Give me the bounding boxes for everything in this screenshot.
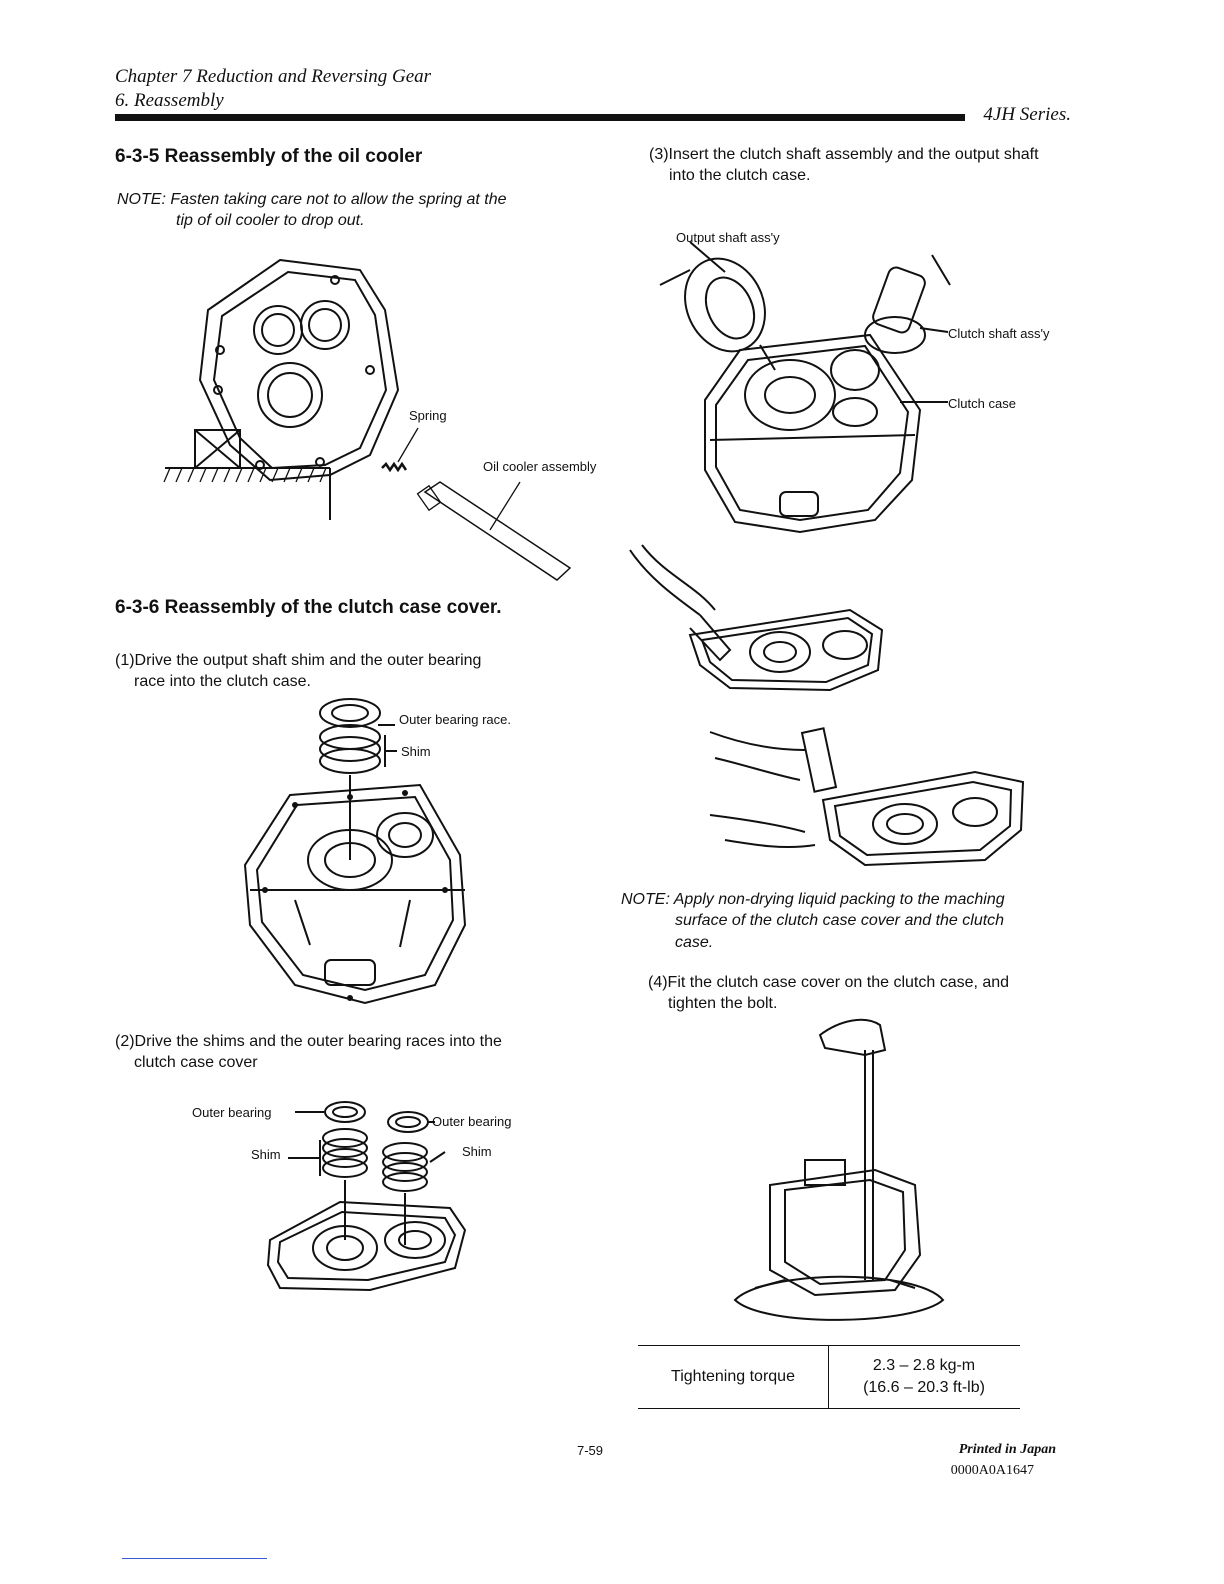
label-outer-bearing-race: Outer bearing race. bbox=[399, 712, 512, 727]
chapter-title: Chapter 7 Reduction and Reversing Gear bbox=[115, 66, 432, 87]
step4-line2: tighten the bolt. bbox=[668, 995, 778, 1012]
document-code: 0000A0A1647 bbox=[950, 1463, 1034, 1478]
torque-label: Tightening torque bbox=[638, 1346, 829, 1408]
bottom-link-line bbox=[122, 1558, 267, 1559]
step2-line2: clutch case cover bbox=[134, 1054, 258, 1071]
cleaning-surface-figure bbox=[620, 540, 890, 700]
note-oil-cooler-line1: NOTE: Fasten taking care not to allow th… bbox=[117, 191, 507, 208]
clutch-case-bearing-race-figure bbox=[235, 685, 485, 1015]
clutch-case-cover-bearings-figure bbox=[250, 1090, 480, 1310]
step3-line2: into the clutch case. bbox=[669, 167, 811, 184]
step4-line1: (4)Fit the clutch case cover on the clut… bbox=[648, 974, 1010, 991]
note-packing-line3: case. bbox=[675, 934, 714, 951]
printed-in-japan: Printed in Japan bbox=[958, 1442, 1056, 1457]
label-clutch-case: Clutch case bbox=[948, 396, 1016, 411]
label-clutch-shaft-assy: Clutch shaft ass'y bbox=[948, 326, 1050, 341]
applying-liquid-packing-figure bbox=[705, 720, 1035, 870]
label-shim-case: Shim bbox=[401, 744, 431, 759]
insert-shafts-figure bbox=[650, 230, 960, 535]
label-oil-cooler-assembly: Oil cooler assembly bbox=[483, 459, 597, 474]
header-rule bbox=[115, 114, 965, 121]
tightening-torque-table: Tightening torque 2.3 – 2.8 kg-m (16.6 –… bbox=[638, 1345, 1020, 1409]
label-outer-bearing-left: Outer bearing bbox=[192, 1105, 272, 1120]
torque-values: 2.3 – 2.8 kg-m (16.6 – 20.3 ft-lb) bbox=[829, 1346, 1019, 1408]
note-oil-cooler-line2: tip of oil cooler to drop out. bbox=[176, 212, 365, 229]
note-packing-line2: surface of the clutch case cover and the… bbox=[675, 912, 1005, 929]
section-6-3-5-title: 6-3-5 Reassembly of the oil cooler bbox=[115, 146, 423, 167]
label-shim-left: Shim bbox=[251, 1147, 281, 1162]
series-label: 4JH Series. bbox=[983, 104, 1071, 125]
step1-line2: race into the clutch case. bbox=[134, 673, 311, 690]
page-number: 7-59 bbox=[577, 1443, 604, 1458]
step3-line1: (3)Insert the clutch shaft assembly and … bbox=[649, 146, 1039, 163]
oil-cooler-figure bbox=[160, 250, 620, 590]
section-title: 6. Reassembly bbox=[115, 90, 224, 111]
label-outer-bearing-right: Outer bearing bbox=[432, 1114, 512, 1129]
step1-line1: (1)Drive the output shaft shim and the o… bbox=[115, 652, 482, 669]
section-6-3-6-title: 6-3-6 Reassembly of the clutch case cove… bbox=[115, 597, 502, 618]
note-packing-line1: NOTE: Apply non-drying liquid packing to… bbox=[621, 891, 1005, 908]
label-output-shaft-assy: Output shaft ass'y bbox=[676, 230, 780, 245]
torque-metric: 2.3 – 2.8 kg-m bbox=[872, 1357, 976, 1374]
label-spring: Spring bbox=[409, 408, 447, 423]
tightening-bolt-figure bbox=[725, 1010, 950, 1340]
torque-imperial: (16.6 – 20.3 ft-lb) bbox=[863, 1379, 985, 1396]
step2-line1: (2)Drive the shims and the outer bearing… bbox=[115, 1033, 502, 1050]
label-shim-right: Shim bbox=[462, 1144, 492, 1159]
